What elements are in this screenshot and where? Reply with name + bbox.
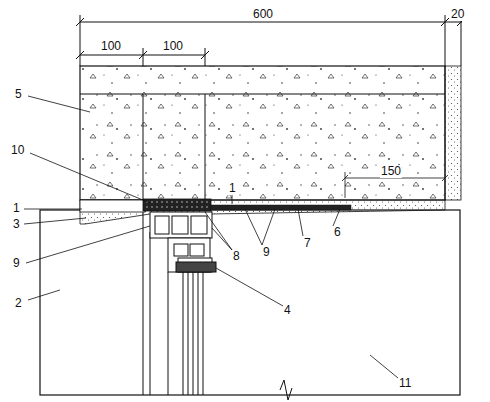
callout-number: 11 bbox=[398, 377, 412, 390]
dimension: 20 bbox=[450, 8, 465, 21]
callout-number: 1 bbox=[228, 182, 237, 195]
dimension: 100 bbox=[100, 40, 122, 53]
callout-number: 1 bbox=[12, 202, 21, 215]
callout-number: 5 bbox=[14, 88, 23, 101]
callout-number: 9 bbox=[12, 257, 21, 270]
callout-number: 8 bbox=[232, 250, 241, 263]
callout-number: 3 bbox=[12, 218, 21, 231]
dimension: 100 bbox=[162, 40, 184, 53]
callout-number: 6 bbox=[333, 226, 342, 239]
callout-number: 4 bbox=[283, 304, 292, 317]
callout-number: 9 bbox=[262, 246, 271, 259]
callout-number: 10 bbox=[10, 144, 25, 157]
dimension: 150 bbox=[380, 165, 402, 178]
callout-number: 7 bbox=[303, 237, 312, 250]
callout-number: 2 bbox=[14, 297, 23, 310]
dimension: 600 bbox=[252, 8, 274, 21]
